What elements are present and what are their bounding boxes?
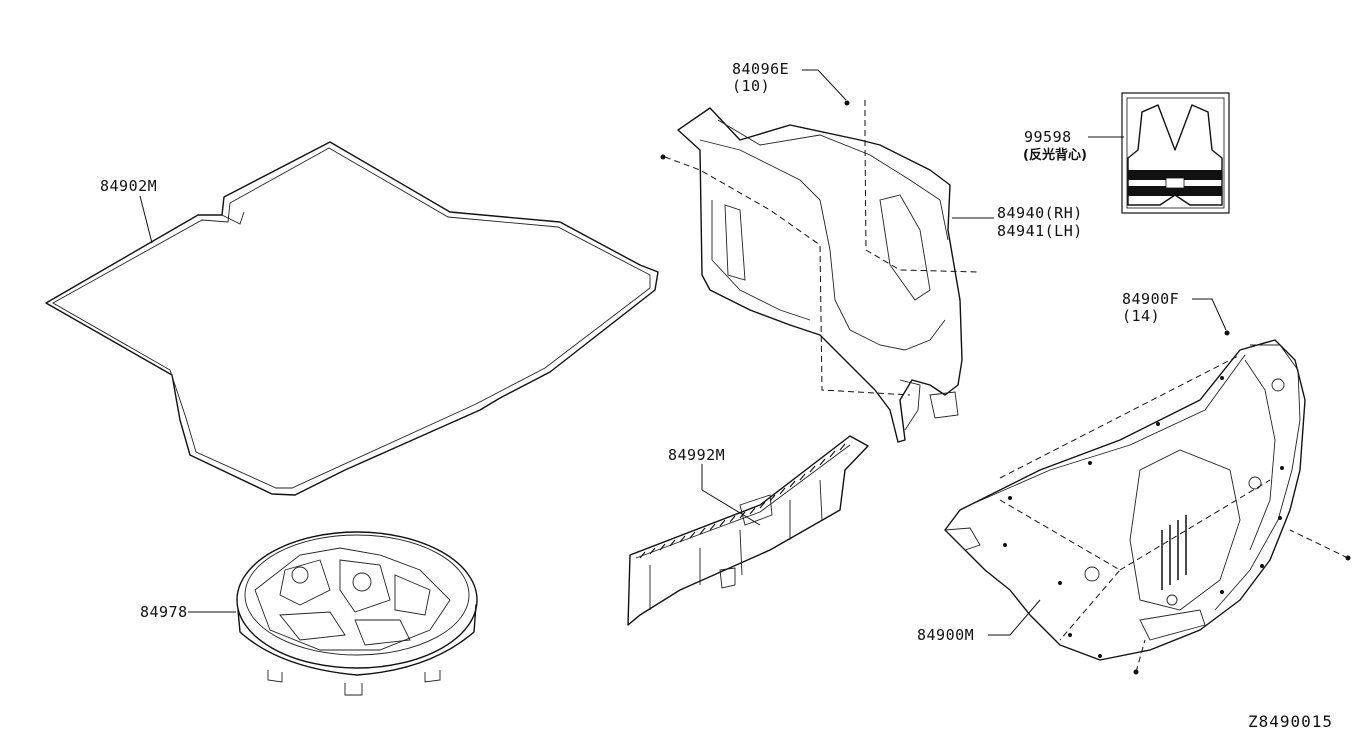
trunk-lid-finisher-drawing (943, 330, 1351, 675)
label-84096E: 84096E (732, 60, 789, 78)
figure-code: Z8490015 (1248, 712, 1333, 731)
leader-84900F (1192, 298, 1227, 331)
label-99598: 99598 (1024, 128, 1072, 146)
label-84941: 84941(LH) (997, 222, 1083, 240)
label-84940: 84940(RH) (997, 204, 1083, 222)
label-99598-desc: (反光背心) (1023, 147, 1087, 163)
label-84096E-qty: (10) (732, 77, 770, 95)
label-84978: 84978 (140, 603, 188, 621)
spare-tire-tray-drawing (236, 531, 478, 696)
leader-84096E (802, 69, 847, 101)
label-84902M: 84902M (100, 177, 157, 195)
clip-icon (844, 100, 850, 106)
leader-84900M (988, 599, 1041, 636)
label-84900M: 84900M (917, 626, 974, 644)
label-84992M: 84992M (668, 446, 725, 464)
trunk-mat-drawing (45, 141, 659, 496)
rear-plate-drawing (627, 435, 869, 626)
leader-84992M (701, 464, 761, 526)
side-finisher-drawing (660, 100, 979, 443)
leader-84902M (139, 195, 153, 244)
label-84900F: 84900F (1122, 290, 1179, 308)
reflective-vest-drawing (1121, 92, 1230, 214)
label-84900F-qty: (14) (1122, 307, 1160, 325)
